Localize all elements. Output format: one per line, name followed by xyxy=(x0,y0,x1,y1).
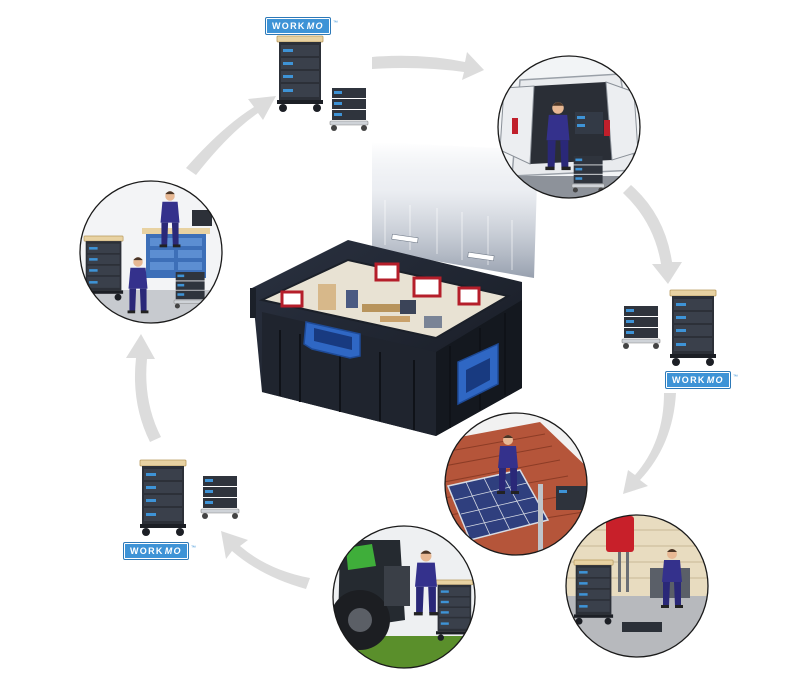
scene-rooftop-solar xyxy=(444,412,588,556)
miniature-room-inside-case xyxy=(280,262,481,328)
trolley-and-case-dolly-left xyxy=(139,459,240,537)
arrow-tractor-to-trolley-icon xyxy=(221,531,310,589)
arrow-van-to-trolley-icon xyxy=(623,185,682,284)
tractor-icon xyxy=(346,544,376,570)
scene-van xyxy=(497,55,641,199)
trademark-symbol: ™ xyxy=(732,374,738,380)
scene-workshop xyxy=(79,180,223,324)
trademark-symbol: ™ xyxy=(190,545,196,551)
cycle-arrows xyxy=(126,52,682,589)
arrow-trolley-to-workshop-icon xyxy=(126,334,161,442)
solar-panel-icon xyxy=(446,469,550,541)
arrow-trolley-to-boiler-icon xyxy=(623,393,676,494)
brand-suffix: MO xyxy=(706,375,724,385)
brand-word: WORK xyxy=(672,375,706,385)
boiler-icon xyxy=(606,516,634,552)
trademark-symbol: ™ xyxy=(332,20,338,26)
case-lid xyxy=(372,142,538,278)
brand-word: WORK xyxy=(130,546,164,556)
brand-suffix: MO xyxy=(164,546,182,556)
trolley-and-case-dolly-top xyxy=(276,35,369,132)
scene-tractor-repair xyxy=(332,525,476,669)
trolley-and-case-dolly-right xyxy=(621,289,717,367)
brand-suffix: MO xyxy=(306,21,324,31)
arrow-to-van-icon xyxy=(372,52,484,80)
open-tool-case-illustration xyxy=(250,142,538,436)
scene-boiler-room xyxy=(565,514,709,658)
brand-word: WORK xyxy=(272,21,306,31)
arrow-workshop-to-trolley-icon xyxy=(186,96,276,175)
